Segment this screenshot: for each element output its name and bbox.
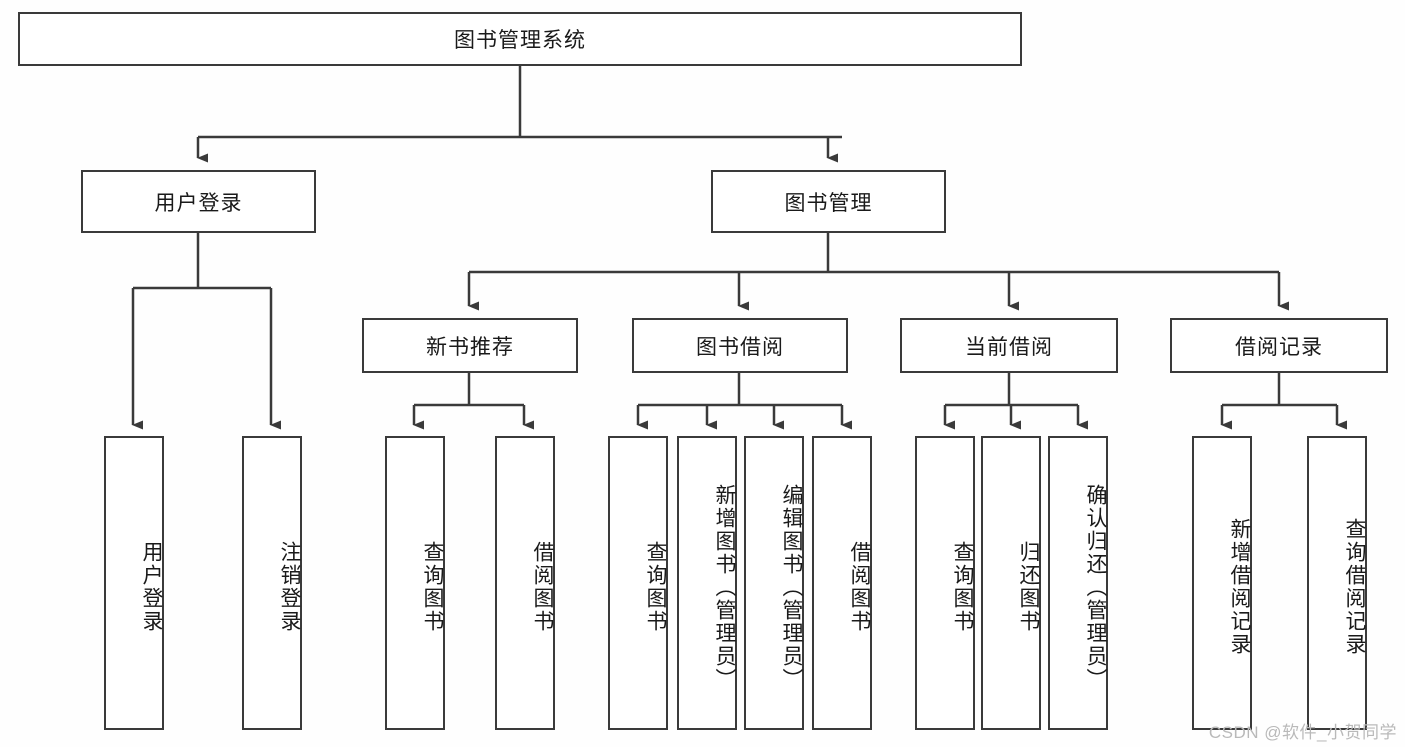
node-label: 借阅图书 [531,541,554,633]
node-current-borrow[interactable]: 当前借阅 [900,318,1118,373]
leaf-book-borrow-add-book-admin[interactable]: 新增图书（管理员） [677,436,737,730]
node-label: 图书管理系统 [454,29,586,52]
leaf-borrow-record-query-record[interactable]: 查询借阅记录 [1307,436,1367,730]
node-label: 借阅记录 [1235,335,1323,359]
node-label: 归还图书 [1017,541,1040,633]
leaf-new-book-borrow-book[interactable]: 借阅图书 [495,436,555,730]
leaf-book-borrow-borrow-book[interactable]: 借阅图书 [812,436,872,730]
node-label: 新书推荐 [426,335,514,359]
node-label: 编辑图书（管理员） [780,483,803,691]
leaf-borrow-record-add-record[interactable]: 新增借阅记录 [1192,436,1252,730]
leaf-current-borrow-return-book[interactable]: 归还图书 [981,436,1041,730]
node-label: 图书借阅 [696,335,784,359]
node-label: 用户登录 [140,541,163,633]
node-label: 确认归还（管理员） [1084,483,1107,691]
node-label: 新增图书（管理员） [713,483,736,691]
node-new-book-recommend[interactable]: 新书推荐 [362,318,578,373]
node-label: 借阅图书 [848,541,871,633]
leaf-book-borrow-query-book[interactable]: 查询图书 [608,436,668,730]
node-label: 当前借阅 [965,335,1053,359]
leaf-current-borrow-confirm-return-admin[interactable]: 确认归还（管理员） [1048,436,1108,730]
node-label: 查询借阅记录 [1343,518,1366,656]
leaf-user-login-login[interactable]: 用户登录 [104,436,164,730]
node-label: 查询图书 [644,541,667,633]
leaf-user-login-logout[interactable]: 注销登录 [242,436,302,730]
leaf-book-borrow-edit-book-admin[interactable]: 编辑图书（管理员） [744,436,804,730]
node-label: 查询图书 [951,541,974,633]
node-label: 图书管理 [784,191,873,215]
node-borrow-record[interactable]: 借阅记录 [1170,318,1388,373]
leaf-current-borrow-query-book[interactable]: 查询图书 [915,436,975,730]
node-user-login[interactable]: 用户登录 [81,170,316,233]
node-label: 新增借阅记录 [1228,518,1251,656]
node-label: 查询图书 [421,541,444,633]
leaf-new-book-query-book[interactable]: 查询图书 [385,436,445,730]
node-label: 注销登录 [278,541,301,633]
node-book-management[interactable]: 图书管理 [711,170,946,233]
node-book-borrow[interactable]: 图书借阅 [632,318,848,373]
node-root-book-management-system[interactable]: 图书管理系统 [18,12,1022,66]
node-label: 用户登录 [154,191,243,215]
watermark-text: CSDN @软件_小贺同学 [1208,723,1397,742]
